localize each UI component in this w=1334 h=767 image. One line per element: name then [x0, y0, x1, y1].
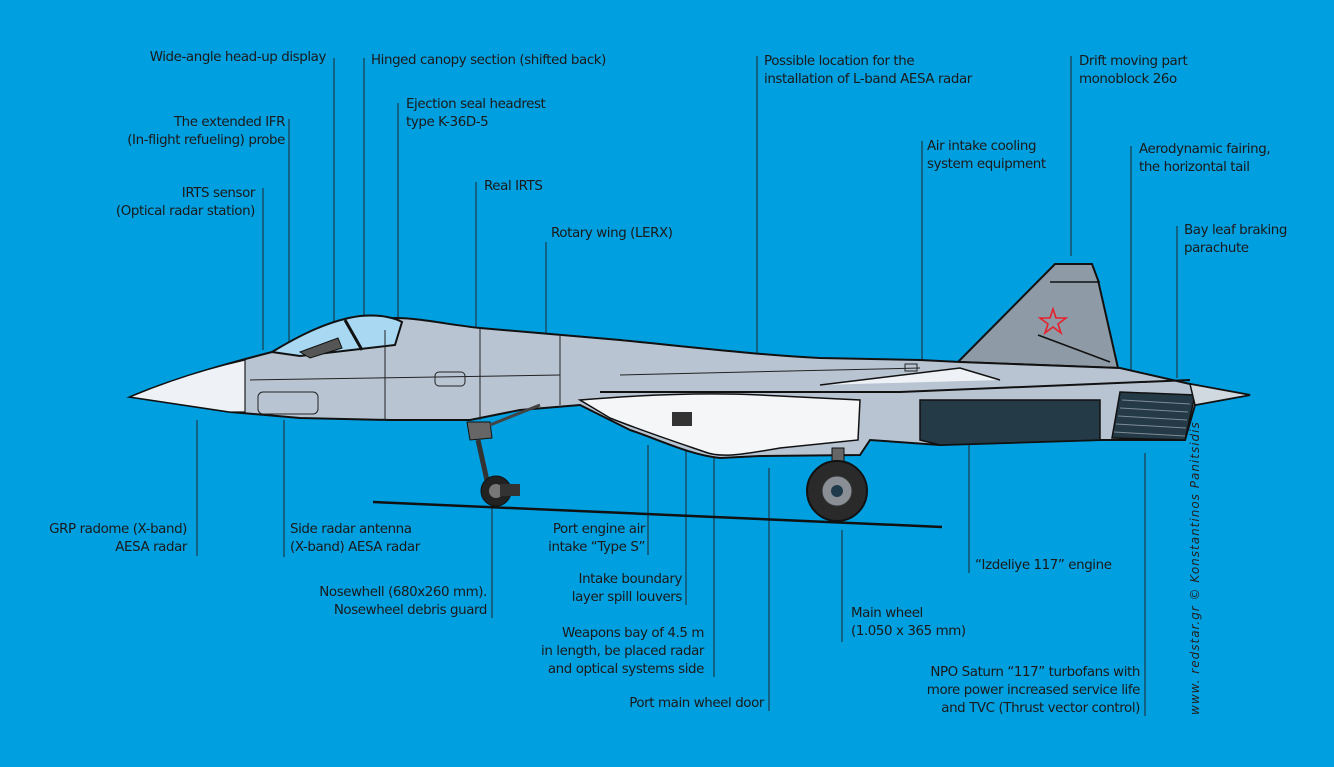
label-main-wheel-door: Port main wheel door [629, 696, 764, 711]
label-drift-moving-part: Drift moving part monoblock 26o [1079, 54, 1188, 87]
label-engine-intake: Port engine air intake “Type S” [548, 522, 645, 555]
vertical-fin [955, 263, 1120, 370]
nose-landing-gear [466, 403, 541, 507]
label-lerx: Rotary wing (LERX) [551, 226, 673, 241]
ground-line [372, 500, 943, 529]
fuselage [126, 314, 1251, 460]
label-real-irts: Real IRTS [484, 179, 543, 194]
label-l-band-radar: Possible location for the installation o… [764, 54, 972, 87]
credit-watermark: www. redstar.gr © Konstantinos Panitsidi… [1188, 421, 1202, 715]
label-intake-cooling: Air intake cooling system equipment [927, 139, 1046, 172]
leader-lines [196, 56, 1178, 716]
label-turbofans: NPO Saturn “117” turbofans with more pow… [926, 665, 1141, 716]
label-braking-parachute: Bay leaf braking parachute [1184, 223, 1287, 256]
main-landing-gear [806, 447, 868, 522]
label-side-radar: Side radar antenna (X-band) AESA radar [290, 522, 420, 555]
label-izdeliye-engine: “Izdeliye 117” engine [975, 558, 1112, 573]
label-canopy: Hinged canopy section (shifted back) [371, 53, 606, 68]
label-ejection-seat: Ejection seal headrest type K-36D-5 [406, 97, 546, 130]
label-weapons-bay: Weapons bay of 4.5 m in length, be place… [541, 626, 704, 677]
label-irts-sensor: IRTS sensor (Optical radar station) [115, 186, 255, 219]
label-ifr-probe: The extended IFR (In-flight refueling) p… [127, 115, 285, 148]
label-aerodynamic-fairing: Aerodynamic fairing, the horizontal tail [1139, 142, 1271, 175]
label-grp-radome: GRP radome (X-band) AESA radar [49, 522, 187, 555]
label-main-wheel: Main wheel (1.050 x 365 mm) [851, 606, 966, 639]
label-nosewheel: Nosewhell (680x260 mm). Nosewheel debris… [319, 585, 487, 618]
label-spill-louvers: Intake boundary layer spill louvers [571, 572, 683, 605]
label-hud: Wide-angle head-up display [149, 50, 327, 65]
red-star-icon [1037, 306, 1069, 336]
